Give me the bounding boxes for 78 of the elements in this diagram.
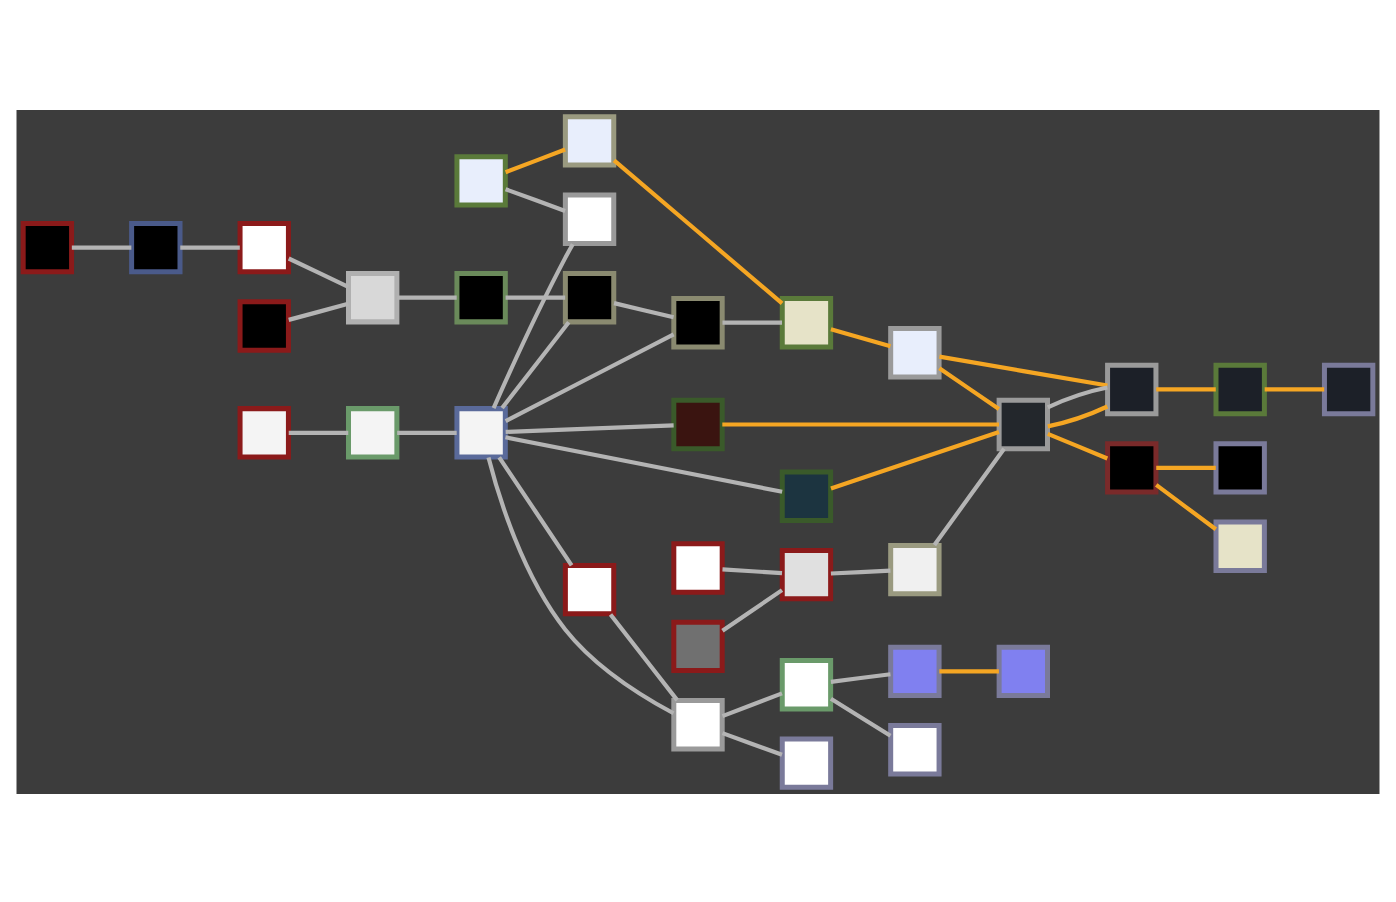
connector (722, 319, 782, 324)
node-box (562, 113, 617, 167)
node-box (1213, 440, 1267, 494)
node-box (562, 191, 617, 245)
connector (504, 331, 675, 422)
connector (1264, 386, 1325, 391)
node-box (237, 219, 291, 274)
node-box (237, 298, 291, 352)
node-box (237, 405, 291, 459)
node-box (671, 540, 725, 594)
connector (830, 429, 1000, 490)
connector (1155, 482, 1217, 530)
connector (505, 294, 566, 299)
node-box (888, 722, 942, 776)
connector (939, 668, 999, 673)
connector (491, 242, 575, 408)
connector (287, 255, 350, 288)
node-box (562, 561, 617, 616)
connector (608, 612, 679, 701)
node-box (779, 735, 834, 789)
connector (504, 146, 566, 174)
connector (830, 567, 891, 575)
connector (1047, 403, 1109, 428)
node-box (888, 643, 942, 698)
connector (504, 186, 566, 212)
node-box (779, 295, 834, 349)
connector (722, 421, 1000, 426)
connector (1046, 384, 1108, 409)
connector (397, 429, 457, 434)
node-box (671, 295, 725, 349)
connector (938, 365, 1001, 410)
node-box (1105, 361, 1159, 416)
connector (505, 422, 674, 433)
connector (1156, 464, 1216, 469)
node-box (779, 657, 834, 711)
node-box (346, 270, 400, 324)
connector (497, 455, 574, 566)
connector (1047, 430, 1109, 460)
connector (1156, 386, 1216, 391)
connector (612, 157, 784, 304)
node-box (454, 153, 508, 207)
connector (288, 300, 349, 321)
connector (830, 326, 892, 348)
node-box (1213, 361, 1267, 416)
connector (939, 353, 1108, 387)
node-box (1213, 518, 1267, 572)
connector (71, 244, 132, 249)
connector (505, 434, 783, 493)
connector (288, 429, 349, 434)
node-box (454, 405, 508, 459)
node-box (996, 643, 1050, 698)
node-box (996, 396, 1050, 451)
connector (613, 300, 675, 319)
node-box (779, 546, 834, 601)
node-box (671, 697, 725, 751)
node-box (1321, 361, 1376, 416)
connector (932, 446, 1006, 546)
connector (722, 566, 783, 575)
node-box (20, 219, 75, 274)
node-box (888, 325, 942, 379)
node-box (1105, 440, 1159, 494)
connector (829, 696, 892, 737)
node-box (129, 219, 183, 274)
node-box (671, 396, 725, 451)
connector (180, 244, 240, 249)
node-box (671, 618, 725, 673)
connector (721, 690, 783, 717)
connector (830, 671, 891, 683)
node-box (779, 468, 834, 522)
node-box (454, 270, 508, 324)
connector (721, 730, 783, 756)
connector (500, 320, 571, 409)
connector (486, 455, 675, 715)
connector (721, 587, 784, 632)
connector (397, 294, 457, 299)
node-box (346, 405, 400, 459)
node-box (562, 270, 617, 324)
node-box (888, 541, 942, 596)
